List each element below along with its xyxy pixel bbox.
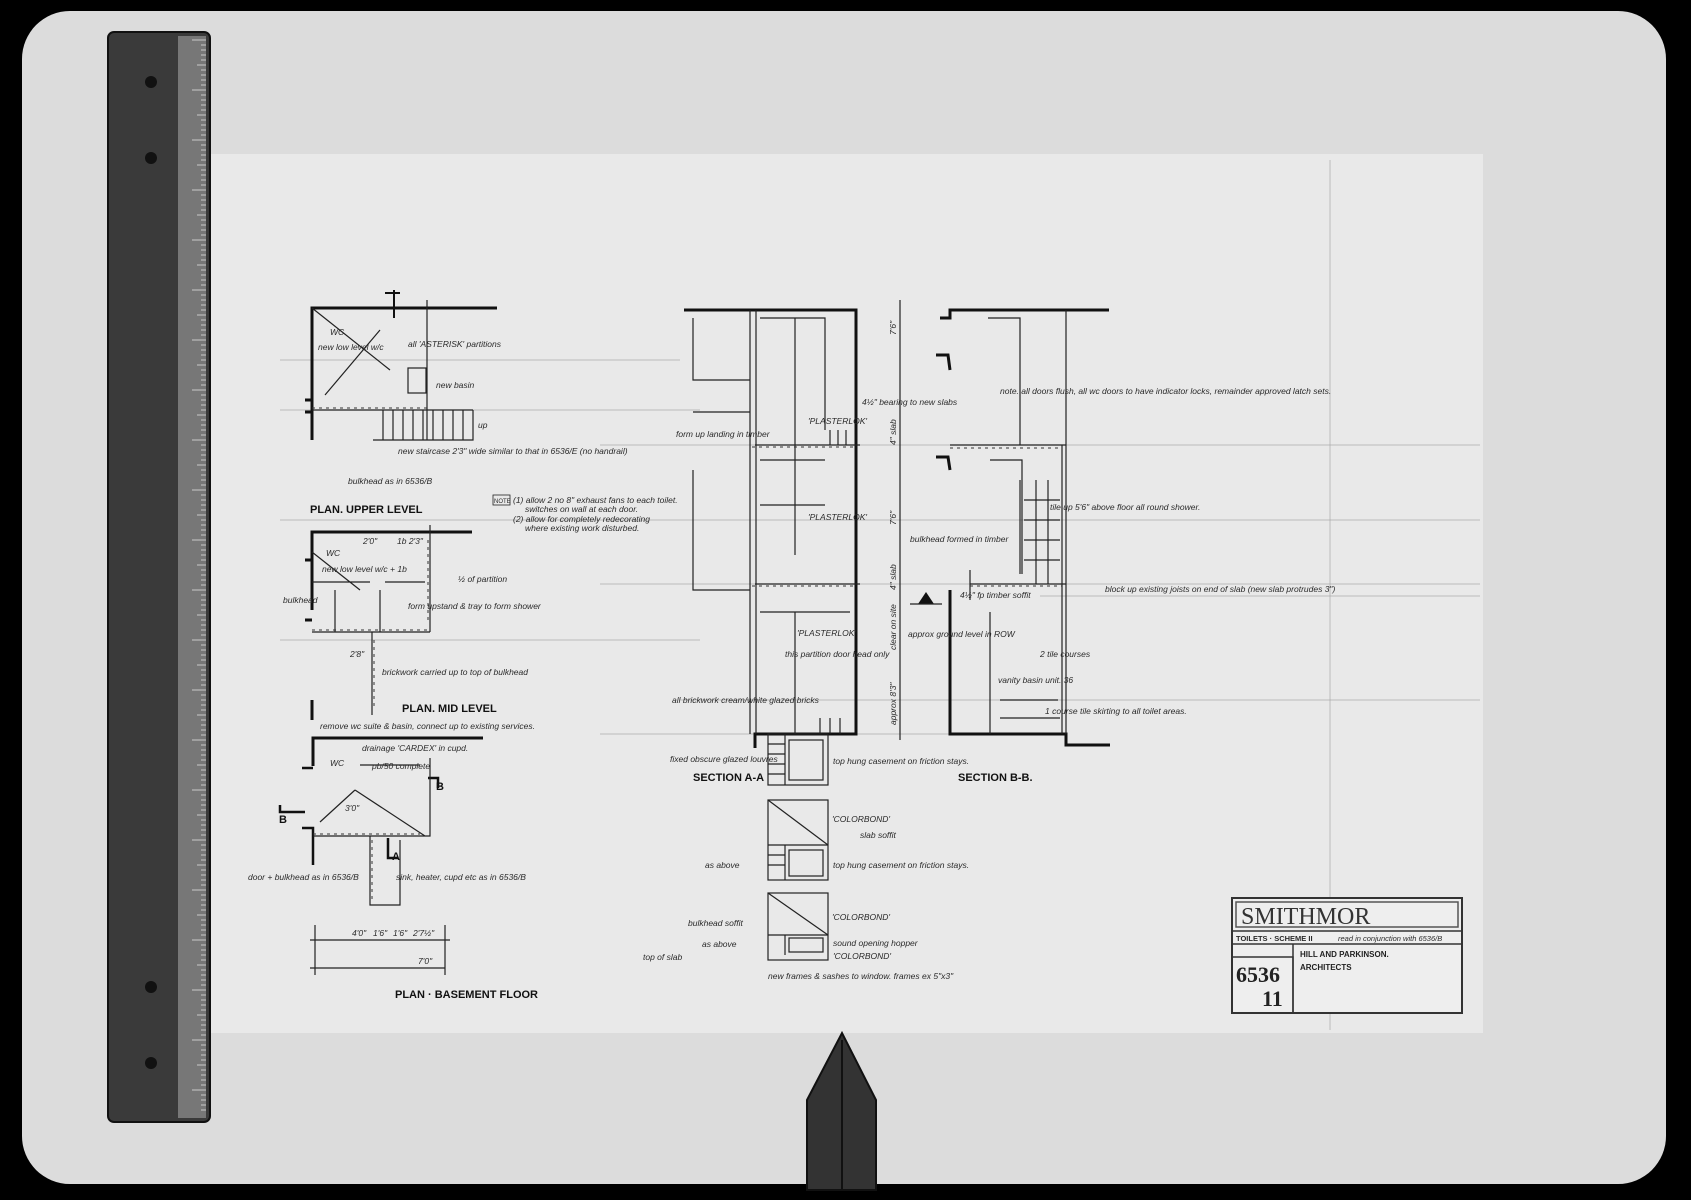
plan-label: 1b 2'3" [397, 536, 424, 546]
section-marker: B [279, 814, 287, 826]
plan-label: pb/50 complete [371, 761, 430, 771]
dimension: 2'7½" [412, 928, 435, 938]
window-label: fixed obscure glazed louvres [670, 754, 778, 764]
plan-label: form upstand & tray to form shower [408, 601, 542, 611]
section-label: approx ground level in ROW [908, 629, 1016, 639]
plan-label: new basin [436, 380, 475, 390]
plan-label: remove wc suite & basin, connect up to e… [320, 721, 535, 731]
sheet-number: 11 [1262, 986, 1283, 1011]
section-label: 2 tile courses [1039, 649, 1091, 659]
plan-label: ½ of partition [458, 574, 507, 584]
note-line: (2) allow for completely redecorating [513, 514, 650, 524]
window-label: 'COLORBOND' [833, 951, 891, 961]
brand-stamp: SMITHMOR [1241, 904, 1370, 930]
dimension: approx 8'3" [888, 682, 898, 725]
section-b-b: note. all doors flush, all wc doors to h… [908, 308, 1335, 784]
plan-label: new low level w/c [318, 342, 384, 352]
plan-label: WC [326, 548, 341, 558]
plan-label: WC [330, 758, 345, 768]
section-label: vanity basin unit. 36 [998, 675, 1073, 685]
firm-role: ARCHITECTS [1300, 963, 1352, 972]
section-label: block up existing joists on end of slab … [1105, 584, 1335, 594]
ruler-ticks [192, 39, 206, 1111]
window-label: bulkhead soffit [688, 918, 743, 928]
plan-label: door + bulkhead as in 6536/B [248, 872, 359, 882]
scale-ruler [107, 31, 211, 1123]
plan-label: new low level w/c + 1b [322, 564, 407, 574]
section-label: 'PLASTERLOK' [808, 512, 867, 522]
plan-label: bulkhead [283, 595, 318, 605]
plan-label: drainage 'CARDEX' in cupd. [362, 743, 468, 753]
window-label: top of slab [643, 952, 682, 962]
note-tag: NOTE [494, 499, 511, 505]
plan-label: WC [330, 327, 345, 337]
dimension: 4" slab [888, 564, 898, 590]
section-label: note. all doors flush, all wc doors to h… [1000, 386, 1331, 396]
window-label: slab soffit [860, 830, 897, 840]
window-label: as above [702, 939, 737, 949]
window-details: fixed obscure glazed louvres top hung ca… [643, 733, 969, 981]
note-line: (1) allow 2 no 8" exhaust fans to each t… [513, 495, 678, 505]
window-label: 'COLORBOND' [832, 912, 890, 922]
plan-label: new staircase 2'3" wide similar to that … [398, 446, 628, 456]
reference-note: read in conjunction with 6536/B [1338, 934, 1442, 943]
firm-name: HILL AND PARKINSON. [1300, 950, 1389, 959]
plan-label: sink, heater, cupd etc as in 6536/B [396, 872, 526, 882]
plan-title: PLAN. MID LEVEL [402, 703, 497, 715]
window-label: 'COLORBOND' [832, 814, 890, 824]
section-label: form up landing in timber [676, 429, 771, 439]
window-label: as above [705, 860, 740, 870]
window-label: top hung casement on friction stays. [833, 756, 969, 766]
dimension: 7'6" [888, 510, 898, 525]
section-label: 'PLASTERLOK' [797, 628, 856, 638]
dimension: 1'6" [373, 928, 388, 938]
note-line: switches on wall at each door. [525, 504, 638, 514]
plan-label: 2'8" [349, 649, 365, 659]
basement-floor-plan: WC drainage 'CARDEX' in cupd. pb/50 comp… [248, 736, 538, 1001]
dimension: clear on site [888, 604, 898, 650]
window-label: sound opening hopper [833, 938, 919, 948]
plan-label: bulkhead as in 6536/B [348, 476, 432, 486]
general-notes: NOTE (1) allow 2 no 8" exhaust fans to e… [492, 494, 678, 533]
window-label: top hung casement on friction stays. [833, 860, 969, 870]
section-label: 4½" fp timber soffit [960, 590, 1031, 600]
section-marker: B [436, 781, 444, 793]
plan-title: PLAN · BASEMENT FLOOR [395, 989, 538, 1001]
plan-label: up [478, 420, 488, 430]
project-name: TOILETS · SCHEME II [1236, 934, 1313, 943]
section-title: SECTION B-B. [958, 772, 1033, 784]
dimension: 1'6" [393, 928, 408, 938]
section-label: 1 course tile skirting to all toilet are… [1045, 706, 1187, 716]
upper-level-plan: WC new low level w/c all 'ASTERISK' part… [305, 290, 628, 516]
window-footnote: new frames & sashes to window. frames ex… [768, 971, 954, 981]
section-label: all brickwork cream/white glazed bricks [672, 695, 820, 705]
dimension: 7'6" [888, 320, 898, 335]
plan-title: PLAN. UPPER LEVEL [310, 504, 423, 516]
plan-label: 3'0" [345, 803, 360, 813]
mid-level-plan: 2'0" 1b 2'3" WC new low level w/c + 1b b… [283, 525, 542, 731]
plan-label: all 'ASTERISK' partitions [408, 339, 502, 349]
section-label: tile up 5'6" above floor all round showe… [1050, 502, 1200, 512]
section-label: this partition door head only [785, 649, 890, 659]
plan-label: 2'0" [362, 536, 378, 546]
section-label: 'PLASTERLOK' [808, 416, 867, 426]
plan-label: brickwork carried up to top of bulkhead [382, 667, 528, 677]
dimension: 7'0" [418, 956, 433, 966]
section-title: SECTION A-A [693, 772, 764, 784]
section-label: 4½" bearing to new slabs [862, 397, 958, 407]
note-line: where existing work disturbed. [525, 523, 639, 533]
section-label: bulkhead formed in timber [910, 534, 1009, 544]
dimension: 4" slab [888, 419, 898, 445]
section-marker: A [392, 851, 400, 863]
drawing-sheet [194, 154, 1483, 1033]
job-number: 6536 [1236, 962, 1280, 987]
dimension: 4'0" [352, 928, 367, 938]
section-a-a: form up landing in timber 'PLASTERLOK' 4… [672, 300, 958, 784]
title-block: SMITHMOR TOILETS · SCHEME II read in con… [1231, 897, 1463, 1014]
